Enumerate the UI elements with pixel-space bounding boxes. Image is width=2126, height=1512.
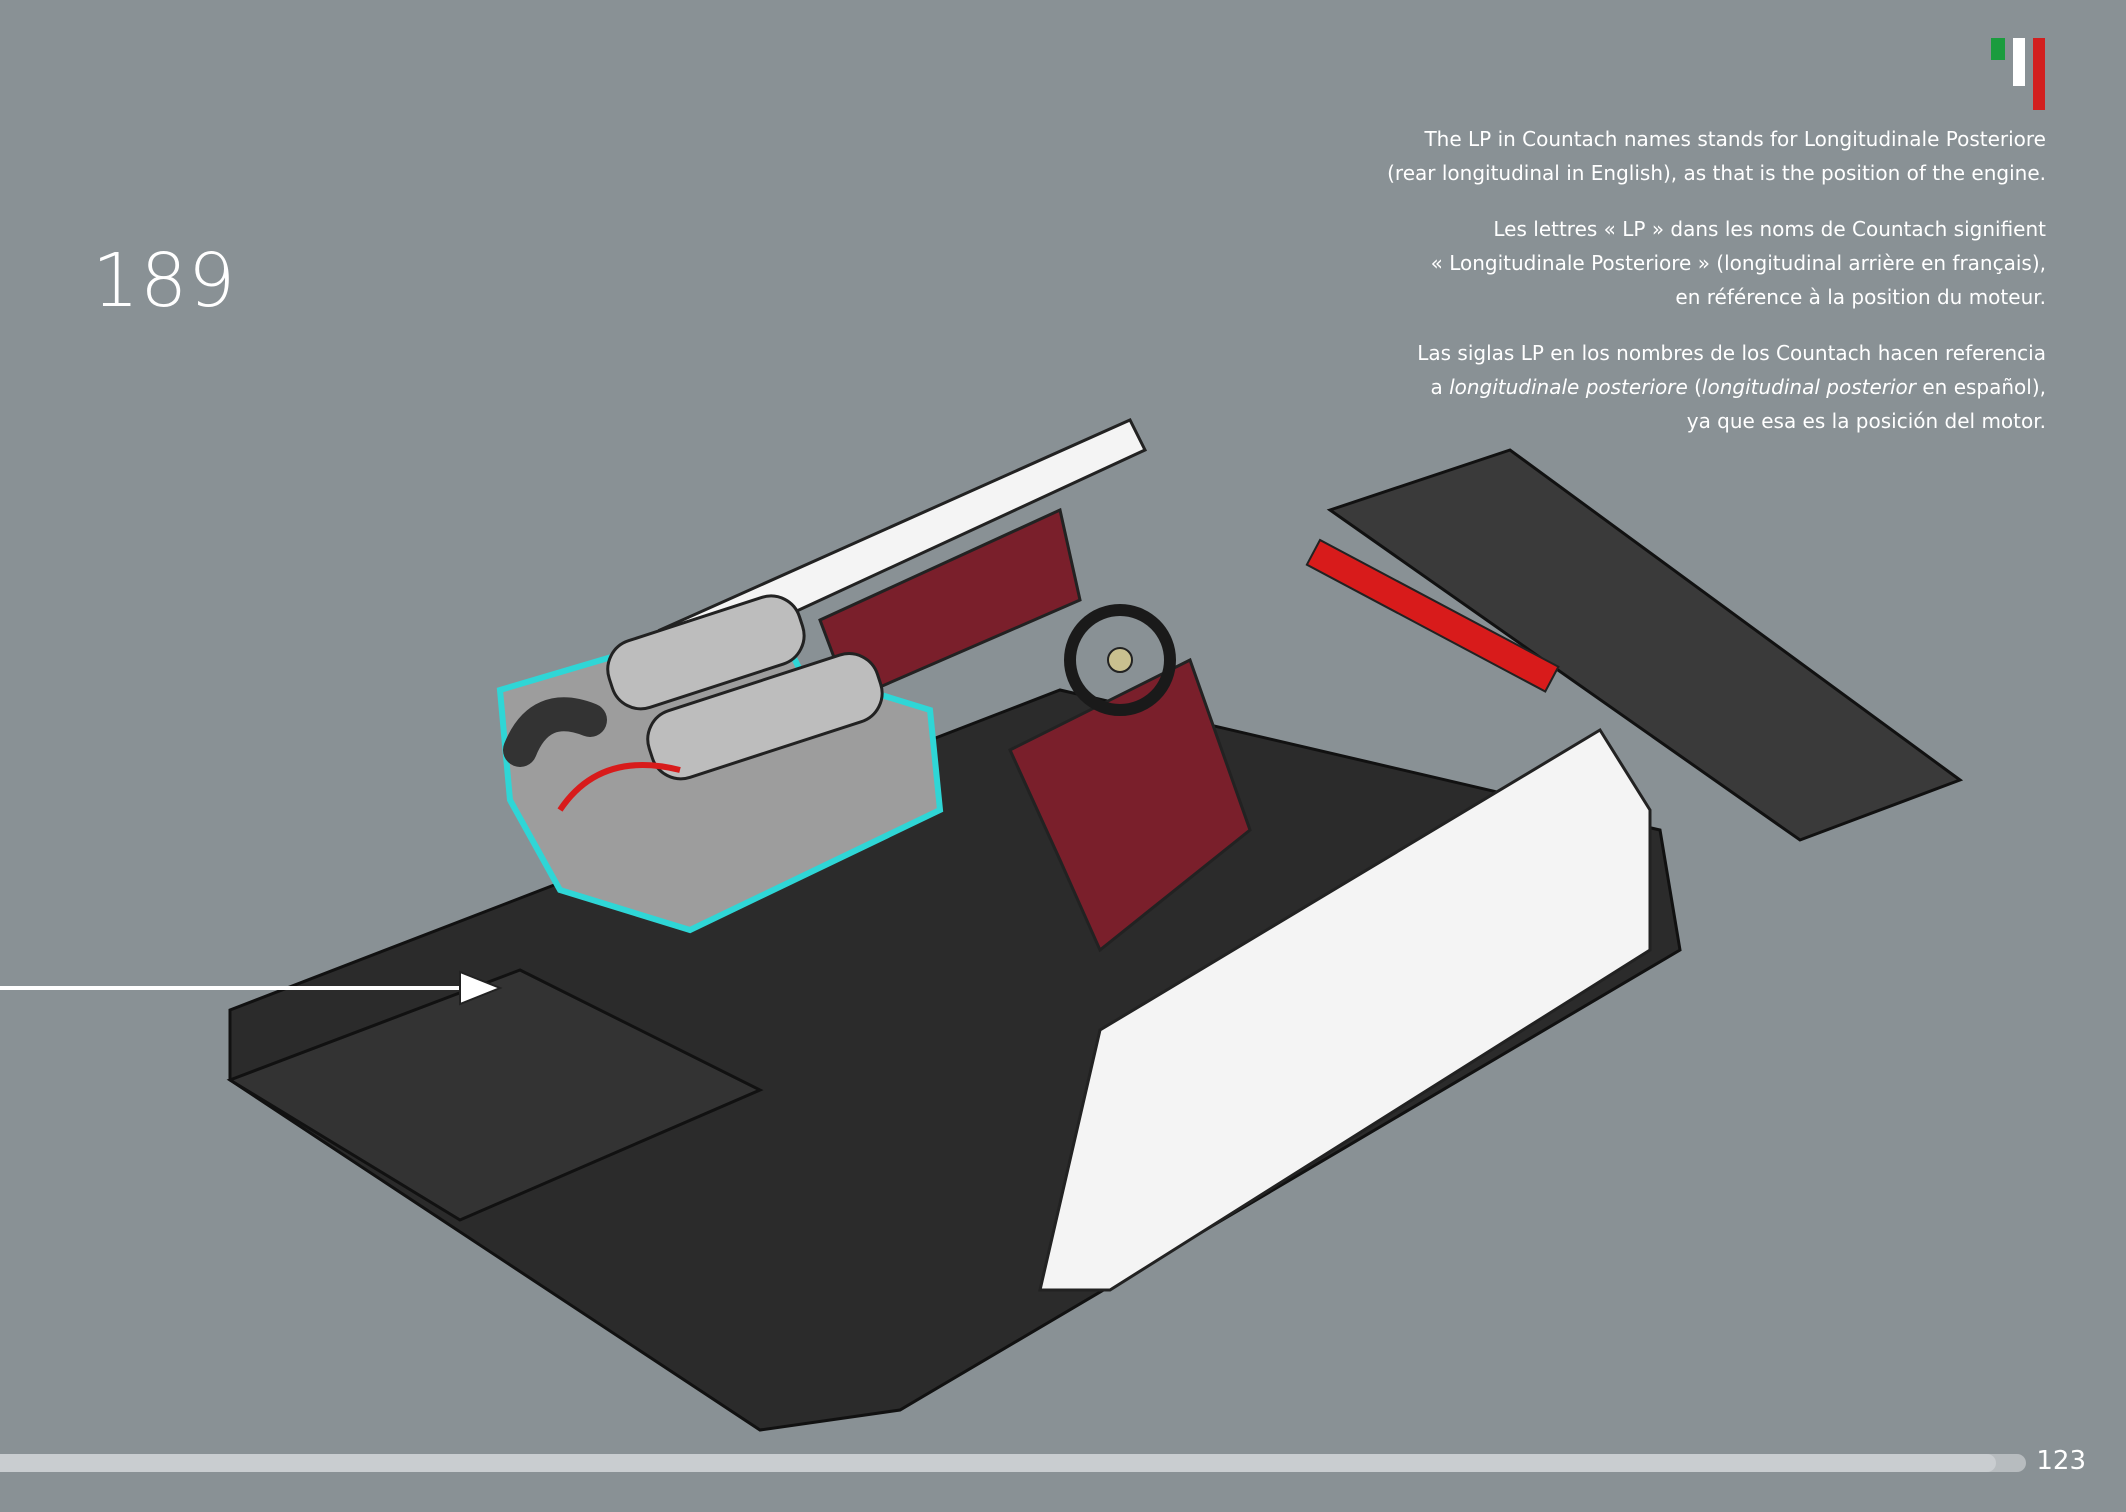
step-number: 189 (92, 238, 237, 324)
engine-assembly (496, 594, 944, 934)
info-text-block: The LP in Countach names stands for Long… (1286, 122, 2046, 460)
callout-arrow-head (459, 970, 503, 1006)
progress-bar-fill (0, 1454, 1996, 1472)
page-number: 123 (2036, 1446, 2086, 1476)
progress-bar (0, 1454, 2026, 1472)
info-spanish: Las siglas LP en los nombres de los Coun… (1417, 341, 2046, 433)
info-french: Les lettres « LP » dans les noms de Coun… (1430, 217, 2046, 309)
lego-model-illustration (0, 418, 1964, 1432)
info-english: The LP in Countach names stands for Long… (1387, 127, 2046, 185)
italian-flag-icon (1991, 38, 2045, 110)
steering-wheel (1064, 604, 1176, 716)
red-axle (1305, 538, 1560, 693)
seat-right (1008, 657, 1252, 953)
rear-platform (1326, 448, 1964, 842)
front-left-block (226, 968, 764, 1222)
white-body-shell (1038, 727, 1652, 1292)
